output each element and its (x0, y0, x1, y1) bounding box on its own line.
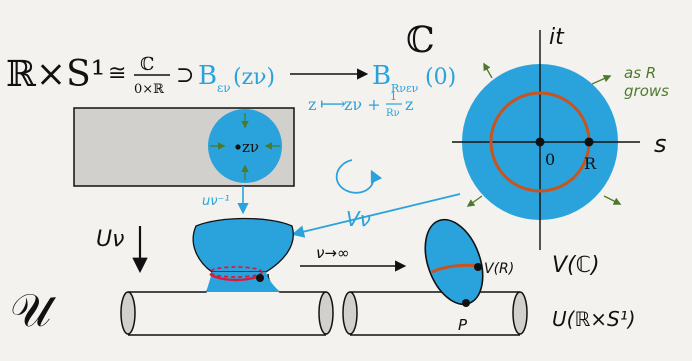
map-image: zν + (344, 95, 381, 114)
imag-axis-label: it (549, 25, 565, 50)
outward-arrow-se (603, 195, 622, 205)
P-label: P (458, 316, 468, 334)
real-axis-label: s (654, 130, 667, 158)
blue-disk (208, 109, 282, 183)
origin-point (535, 137, 545, 147)
map-formula: z ⟼ zν + 1 Rν z (308, 90, 413, 119)
u-inverse-label: uν⁻¹ (202, 194, 230, 209)
P-point (462, 299, 470, 307)
right-tube-outline (350, 291, 520, 336)
tilted-sphere (424, 218, 484, 306)
right-tube-end-left (342, 291, 358, 335)
left-tube-end-left (120, 291, 136, 335)
ball-left-arg: (zν) (233, 65, 275, 90)
growth-note-line2: grows (624, 82, 669, 100)
map-frac-num: 1 (390, 90, 397, 103)
map-frac-den: Rν (386, 108, 400, 119)
U-R-S1-label: U(ℝ×S¹) (552, 307, 636, 331)
script-U: 𝒰 (10, 283, 57, 337)
R-label: R (584, 154, 597, 173)
cylinder-strip: zν (73, 107, 295, 187)
left-tube-with-bubble (120, 217, 334, 336)
map-tail: z (405, 95, 413, 114)
top-formula: ℝ×S¹ ≅ ℂ 0×ℝ ⊃ B εν (zν) B Rνεν (0) (6, 54, 456, 97)
limit-label: ν→∞ (316, 244, 349, 262)
plane-title-C: ℂ (406, 20, 435, 61)
supset-symbol: ⊃ (176, 63, 194, 88)
disk-center-point (235, 144, 241, 150)
left-tube-end-right (318, 291, 334, 335)
origin-label: 0 (545, 150, 555, 169)
lhs-r-cross-s1: ℝ×S¹ (6, 54, 105, 95)
disk-center-label: zν (242, 138, 259, 156)
map-z: z (308, 95, 316, 114)
frac-denominator: 0×ℝ (134, 82, 165, 97)
right-tube-end-right (512, 291, 528, 335)
V-nu-arrow (291, 193, 461, 238)
right-tube-with-sphere: V(R) P (342, 218, 528, 336)
complex-plane: ℂ it s 0 R as R grows (406, 20, 669, 250)
outward-arrow-nw (483, 62, 493, 79)
ball-right-subscript: Rνεν (391, 82, 419, 95)
V-R-point (474, 263, 482, 271)
rotation-arrow (335, 159, 383, 194)
growth-note-line1: as R (624, 64, 656, 82)
neck-red-circle-back (209, 266, 263, 278)
V-R-label: V(R) (484, 261, 514, 277)
R-point (584, 137, 594, 147)
map-arrow: ⟼ (320, 94, 346, 115)
outward-arrow-ne (591, 74, 612, 85)
neck-point (256, 274, 264, 282)
ball-left-B: B (198, 61, 217, 91)
V-nu-label: Vν (346, 207, 371, 231)
bubble-body (192, 217, 294, 273)
frac-numerator: ℂ (140, 54, 154, 75)
ball-left-subscript: εν (217, 81, 231, 95)
U-nu-label: Uν (96, 227, 124, 252)
outward-arrow-sw (466, 195, 483, 207)
cong-symbol: ≅ (108, 61, 126, 86)
ball-right-B: B (372, 61, 391, 91)
ball-right-arg: (0) (425, 65, 456, 90)
V-C-label: V(ℂ) (552, 253, 600, 278)
